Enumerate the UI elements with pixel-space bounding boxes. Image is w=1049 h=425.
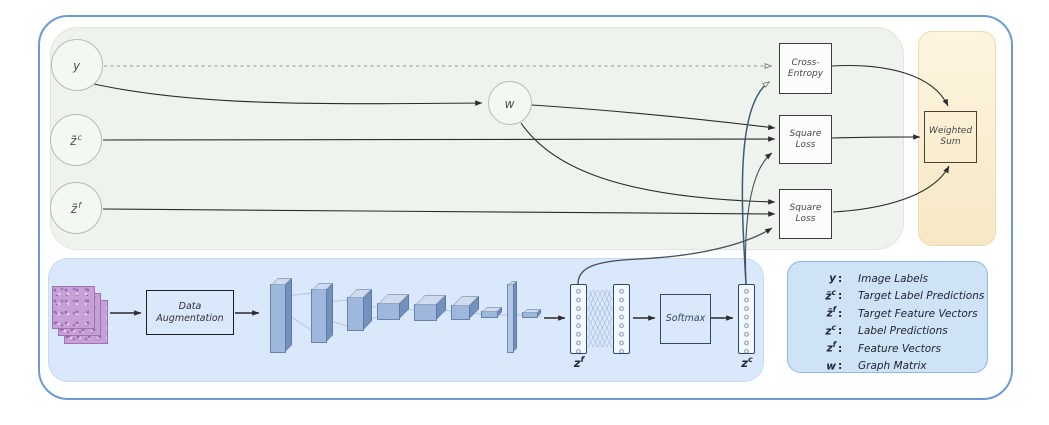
cnn-layer xyxy=(451,305,470,320)
legend-colon: : xyxy=(838,360,843,372)
legend-colon: : xyxy=(838,342,843,355)
zf-label: zf xyxy=(573,355,585,370)
box-label-line: Entropy xyxy=(787,68,824,79)
node-label: y xyxy=(72,58,81,73)
fully-connected-lines xyxy=(588,290,612,347)
legend-item: zc : Label Predictions xyxy=(800,323,987,341)
box-label-line: Square xyxy=(789,203,822,214)
softmax-box: Softmax xyxy=(660,294,711,344)
legend-item: zf : Feature Vectors xyxy=(800,340,987,358)
cnn-layer xyxy=(347,297,364,331)
data-augmentation-box: Data Augmentation xyxy=(146,290,234,335)
legend-item: z̃f : Target Feature Vectors xyxy=(800,305,987,323)
loss-computation-panel xyxy=(50,27,904,250)
legend-item: y : Image Labels xyxy=(800,270,987,288)
cnn-layer xyxy=(522,312,538,318)
histology-image xyxy=(52,286,95,329)
legend-item: z̃c : Target Label Predictions xyxy=(800,288,987,306)
legend-description: Target Label Predictions xyxy=(858,290,985,302)
legend-panel: y : Image Labels z̃c : Target Label Pred… xyxy=(787,261,988,373)
box-label-line: Sum xyxy=(940,137,961,147)
box-label-line: Square xyxy=(789,128,822,139)
box-label-line: Cross- xyxy=(791,57,820,68)
node-label: z̃c xyxy=(70,132,82,148)
legend-colon: : xyxy=(838,290,843,302)
cnn-layer xyxy=(481,311,498,318)
legend-item: w : Graph Matrix xyxy=(800,358,987,376)
legend-colon: : xyxy=(838,272,843,285)
box-label-line: Softmax xyxy=(665,313,706,325)
box-label-line: Weighted xyxy=(928,126,973,137)
node-target-label-predictions: z̃c xyxy=(50,114,102,166)
legend-colon: : xyxy=(838,325,843,337)
cnn-layer xyxy=(377,303,400,320)
legend-description: Feature Vectors xyxy=(858,342,941,355)
label-prediction-zc-column xyxy=(738,284,755,354)
legend-description: Label Predictions xyxy=(858,325,948,337)
node-target-feature-vectors: z̃f xyxy=(50,182,102,234)
legend-symbol: zf xyxy=(826,340,836,355)
legend-symbol: w xyxy=(826,360,836,372)
legend-symbol: z̃c xyxy=(825,287,836,303)
legend-description: Graph Matrix xyxy=(858,360,927,372)
zc-label: zc xyxy=(741,355,753,370)
square-loss-top-box: Square Loss xyxy=(779,115,832,164)
node-graph-matrix: w xyxy=(488,81,532,125)
legend-description: Target Feature Vectors xyxy=(858,307,978,320)
legend-symbol: y xyxy=(829,272,836,285)
node-image-labels: y xyxy=(51,39,103,91)
legend-symbol: z̃f xyxy=(826,305,836,320)
box-label-line: Loss xyxy=(795,214,816,224)
fc-output-column xyxy=(613,284,630,354)
cnn-layer xyxy=(414,304,437,321)
box-label-line: Loss xyxy=(795,139,816,150)
legend-symbol: zc xyxy=(825,322,836,338)
legend-colon: : xyxy=(838,307,843,320)
node-label: z̃f xyxy=(70,200,82,216)
cnn-flatten-layer xyxy=(507,284,514,353)
cross-entropy-box: Cross- Entropy xyxy=(779,43,832,94)
box-label-line: Data xyxy=(178,301,202,313)
node-label: w xyxy=(504,96,515,111)
legend-description: Image Labels xyxy=(858,272,929,285)
feature-vector-zf-column xyxy=(570,284,587,354)
cnn-layer xyxy=(311,289,327,343)
weighted-sum-box: Weighted Sum xyxy=(924,111,977,163)
cnn-layer xyxy=(270,284,286,353)
square-loss-bottom-box: Square Loss xyxy=(779,189,832,239)
box-label-line: Augmentation xyxy=(156,312,224,324)
